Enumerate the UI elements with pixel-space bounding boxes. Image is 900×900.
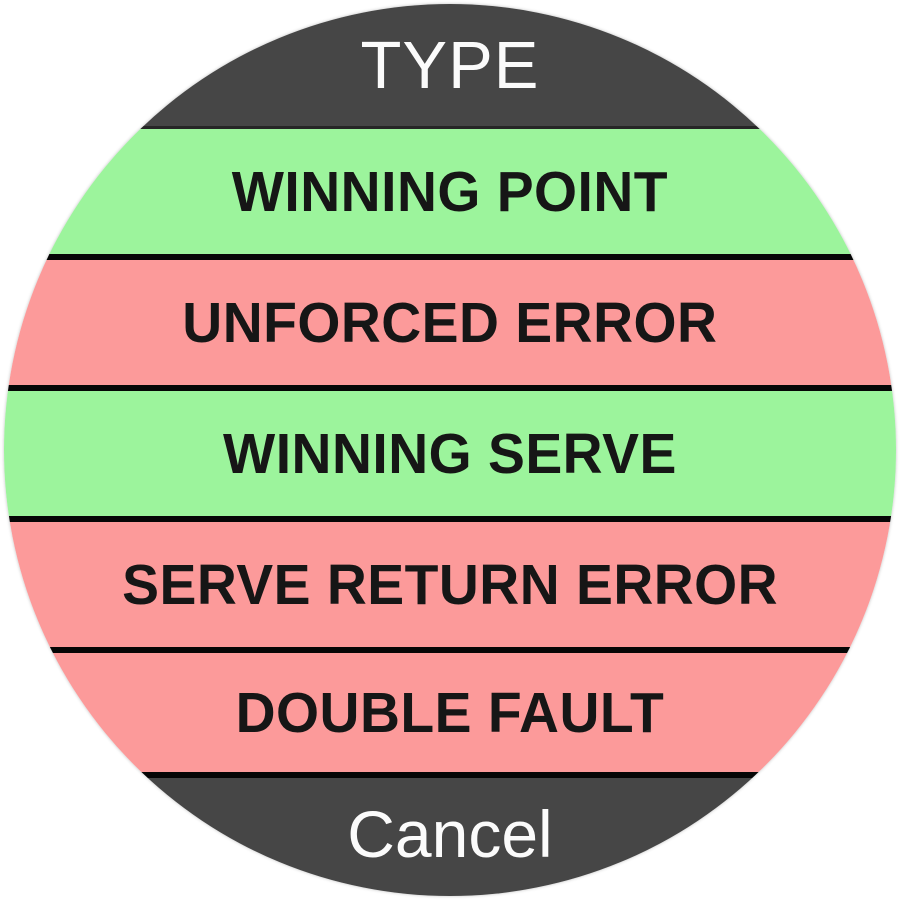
option-label: WINNING SERVE bbox=[223, 421, 677, 486]
option-serve-return-error[interactable]: SERVE RETURN ERROR bbox=[4, 522, 896, 647]
option-winning-point[interactable]: WINNING POINT bbox=[4, 129, 896, 254]
option-unforced-error[interactable]: UNFORCED ERROR bbox=[4, 260, 896, 385]
separator bbox=[4, 516, 896, 522]
option-double-fault[interactable]: DOUBLE FAULT bbox=[4, 653, 896, 772]
option-label: UNFORCED ERROR bbox=[182, 290, 718, 355]
separator bbox=[4, 254, 896, 260]
option-label: SERVE RETURN ERROR bbox=[122, 552, 778, 617]
separator bbox=[4, 772, 896, 778]
option-winning-serve[interactable]: WINNING SERVE bbox=[4, 391, 896, 516]
dialog-title: TYPE bbox=[360, 27, 540, 103]
option-label: DOUBLE FAULT bbox=[235, 680, 665, 745]
dialog-title-bar: TYPE bbox=[4, 4, 896, 129]
separator bbox=[4, 385, 896, 391]
separator bbox=[4, 647, 896, 653]
cancel-button[interactable]: Cancel bbox=[4, 778, 896, 896]
option-label: WINNING POINT bbox=[231, 159, 669, 224]
cancel-button-label: Cancel bbox=[347, 797, 553, 871]
watch-screen: TYPE WINNING POINT UNFORCED ERROR WINNIN… bbox=[4, 4, 896, 896]
